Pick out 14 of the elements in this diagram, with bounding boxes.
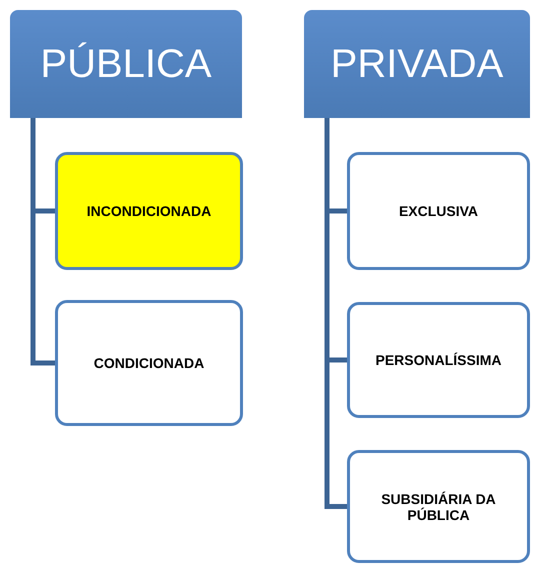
highlighted-box [347, 152, 530, 270]
highlighted-box [55, 152, 243, 270]
box-label: PERSONALÍSSIMA [375, 352, 502, 368]
highlighted-box [55, 300, 243, 426]
box-label: INCONDICIONADA [86, 203, 212, 219]
header-box [10, 10, 242, 118]
box-label: SUBSIDIÁRIA DA PÚBLICA [380, 490, 497, 522]
highlighted-box [347, 450, 530, 563]
box-label: CONDICIONADA [94, 355, 204, 371]
header-box [304, 10, 530, 118]
box-label: EXCLUSIVA [398, 203, 478, 219]
box-label: PÚBLICA [40, 42, 212, 86]
highlighted-box [347, 302, 530, 418]
box-label: PRIVADA [330, 42, 504, 86]
